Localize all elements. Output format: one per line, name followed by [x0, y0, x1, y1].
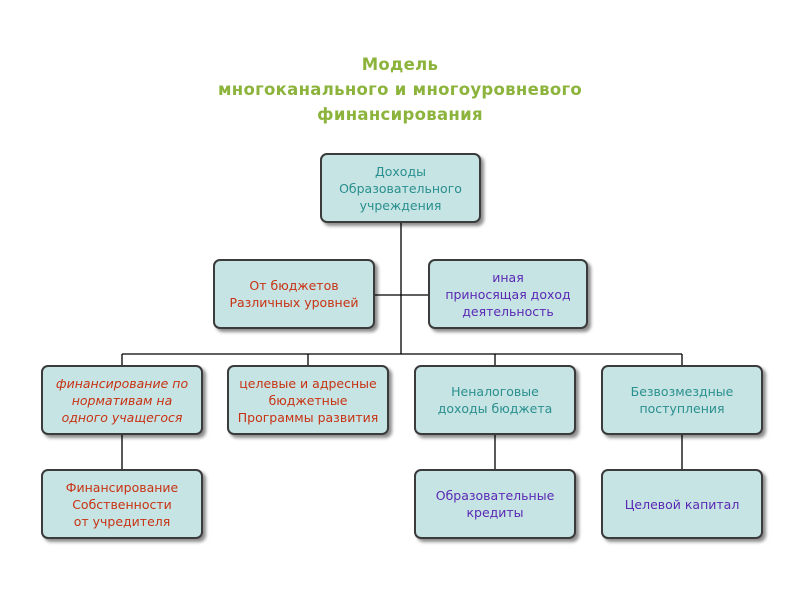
node-credits-line-2: кредиты: [466, 505, 524, 520]
node-credits-line-1: Образовательные: [435, 488, 555, 503]
node-non-tax-line-1: Неналоговые: [451, 384, 539, 399]
node-non-tax: Неналоговые доходы бюджета: [414, 365, 576, 435]
node-root-line-1: Доходы: [375, 163, 426, 179]
node-endowment: Целевой капитал: [601, 469, 763, 539]
node-targeted-line-3: Программы развития: [237, 409, 379, 425]
node-normative: финансирование по нормативам на одного у…: [41, 365, 203, 435]
node-root-line-3: учреждения: [359, 197, 442, 213]
node-non-tax-line-2: доходы бюджета: [437, 401, 553, 416]
node-gratuitous: Безвозмездные поступления: [601, 365, 763, 435]
node-budgets-line-2: Различных уровней: [229, 295, 359, 310]
node-gratuitous-line-2: поступления: [639, 401, 725, 416]
node-targeted: целевые и адресные бюджетные Программы р…: [227, 365, 389, 435]
node-targeted-line-1: целевые и адресные: [239, 375, 377, 391]
node-root: Доходы Образовательного учреждения: [320, 153, 481, 223]
node-normative-line-2: нормативам на: [71, 392, 173, 408]
node-normative-line-1: финансирование по: [55, 375, 189, 391]
title-line-2: многоканального и многоуровневого: [217, 80, 583, 99]
node-credits: Образовательные кредиты: [414, 469, 576, 539]
title-line-1: Модель: [361, 55, 439, 74]
node-normative-line-3: одного учащегося: [61, 409, 183, 425]
node-founder-line-1: Финансирование: [65, 479, 179, 495]
node-other-income-line-3: деятельность: [462, 303, 554, 319]
node-other-income: иная приносящая доход деятельность: [428, 259, 588, 329]
node-other-income-line-1: иная: [492, 269, 524, 285]
node-gratuitous-line-1: Безвозмездные: [630, 384, 734, 399]
title-line-3: финансирования: [317, 105, 483, 124]
node-root-line-2: Образовательного: [339, 180, 462, 196]
node-founder-line-2: Собственности: [72, 496, 172, 512]
node-other-income-line-2: приносящая доход: [445, 286, 571, 302]
node-founder: Финансирование Собственности от учредите…: [41, 469, 203, 539]
node-budgets: От бюджетов Различных уровней: [213, 259, 375, 329]
diagram-title: Модель многоканального и многоуровневого…: [0, 52, 800, 127]
node-targeted-line-2: бюджетные: [268, 392, 348, 408]
node-founder-line-3: от учредителя: [73, 513, 171, 529]
node-endowment-line-1: Целевой капитал: [624, 496, 740, 512]
node-budgets-line-1: От бюджетов: [249, 278, 339, 293]
